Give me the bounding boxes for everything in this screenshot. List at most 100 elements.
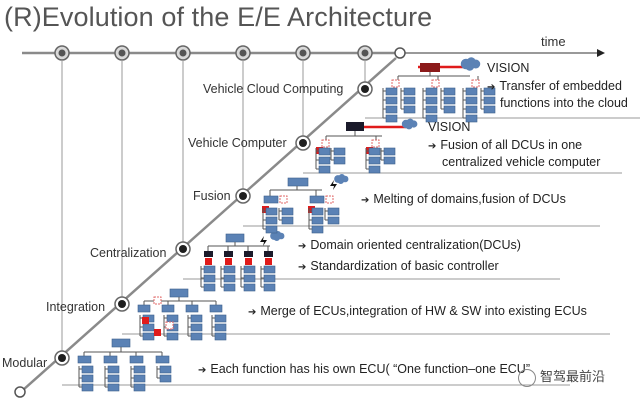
- ecu-block: [465, 105, 478, 114]
- desc-cloud-text-1: Transfer of embedded: [499, 79, 622, 93]
- ecu-block: [107, 374, 120, 383]
- ecu-block: [333, 156, 346, 165]
- ecu-block: [443, 96, 456, 105]
- timeline-node-core: [118, 49, 126, 57]
- watermark-text: 智驾最前沿: [540, 369, 606, 384]
- integrated-ecu-node: [142, 317, 149, 324]
- cloud-icon: [401, 118, 418, 130]
- integrated-ecu-node: [245, 258, 252, 265]
- ecu-block: [190, 323, 203, 332]
- ecu-block: [318, 147, 331, 156]
- ecu-block: [311, 207, 324, 216]
- controller-node: [244, 251, 253, 257]
- timeline-node-core: [361, 49, 369, 57]
- stage-node-core: [239, 192, 247, 200]
- ecu-block: [403, 87, 416, 96]
- desc-cloud-1: ➔Transfer of embedded: [487, 79, 622, 93]
- ecu-block: [133, 383, 146, 392]
- ecu-block: [368, 156, 381, 165]
- ecu-block: [368, 147, 381, 156]
- stage-node-core: [118, 300, 126, 308]
- ecu-block: [265, 225, 278, 234]
- ecu-block: [309, 195, 325, 204]
- ecu-block: [243, 274, 256, 283]
- ecu-block: [263, 265, 276, 274]
- ecu-block: [203, 283, 216, 292]
- ecu-block: [161, 304, 175, 313]
- ecu-block: [465, 87, 478, 96]
- ecu-block: [265, 216, 278, 225]
- bullet-arrow-icon: ➔: [428, 141, 437, 152]
- fusion-controller-block: [287, 177, 309, 187]
- ecu-block: [425, 114, 438, 123]
- stage-node-core: [361, 85, 369, 93]
- integrated-ecu-node: [154, 329, 161, 336]
- evolution-diagonal: [22, 57, 397, 391]
- cloud-icon: [460, 57, 481, 71]
- ecu-block: [166, 314, 179, 323]
- ecu-block: [318, 165, 331, 174]
- controller-node: [264, 251, 273, 257]
- ecu-block: [403, 96, 416, 105]
- cloud-icon: [270, 231, 285, 241]
- ecu-block: [214, 314, 227, 323]
- ecu-block: [129, 355, 144, 364]
- ecu-block: [214, 323, 227, 332]
- ecu-block: [383, 156, 396, 165]
- merged-ecu-node: [371, 139, 380, 148]
- diagonal-start-circle: [14, 386, 26, 398]
- integrated-ecu-node: [225, 258, 232, 265]
- stage-node-core: [299, 139, 307, 147]
- ecu-block: [190, 314, 203, 323]
- ecu-block: [155, 355, 170, 364]
- stage-label-modular: Modular: [2, 356, 48, 370]
- timeline-node-core: [239, 49, 247, 57]
- desc-vehicle-computer-text-1: Fusion of all DCUs in one: [440, 138, 583, 152]
- merged-ecu-node: [391, 79, 400, 88]
- ecu-block: [327, 216, 340, 225]
- vision-label-vehicle-computer: VISION: [428, 120, 471, 134]
- stage-label-vehicle-computer: Vehicle Computer: [188, 136, 287, 150]
- merged-ecu-node: [153, 296, 162, 305]
- ecu-block: [327, 207, 340, 216]
- ecu-block: [385, 105, 398, 114]
- desc-centralization-2: ➔Standardization of basic controller: [298, 259, 499, 273]
- ecu-block: [203, 265, 216, 274]
- ecu-block: [311, 225, 324, 234]
- integrated-ecu-node: [265, 258, 272, 265]
- stage-node-core: [179, 245, 187, 253]
- architecture-diagrams: [77, 57, 496, 392]
- timeline-end-circle: [394, 47, 406, 59]
- ecu-block: [333, 147, 346, 156]
- stage-label-vehicle-cloud-computing: Vehicle Cloud Computing: [203, 82, 344, 96]
- merged-ecu-node: [471, 79, 480, 88]
- ecu-block: [214, 332, 227, 341]
- stage-label-fusion: Fusion: [193, 189, 231, 203]
- ecu-block: [223, 274, 236, 283]
- ecu-block: [281, 207, 294, 216]
- ecu-block: [483, 87, 496, 96]
- ecu-block: [483, 105, 496, 114]
- ecu-block: [318, 156, 331, 165]
- ecu-block: [443, 105, 456, 114]
- ecu-block: [483, 96, 496, 105]
- desc-integration: ➔Merge of ECUs,integration of HW & SW in…: [248, 304, 587, 318]
- controller-node: [224, 251, 233, 257]
- central-gateway-block: [169, 288, 189, 298]
- ecu-block: [133, 365, 146, 374]
- bullet-arrow-icon: ➔: [298, 241, 307, 252]
- stage-label-centralization: Centralization: [90, 246, 167, 260]
- desc-vehicle-computer-2: centralized vehicle computer: [442, 155, 601, 169]
- merged-ecu-node: [165, 321, 174, 330]
- ecu-block: [137, 304, 151, 313]
- integrated-ecu-node: [205, 258, 212, 265]
- vehicle-computer-node: [346, 122, 364, 131]
- domain-controller-block: [225, 233, 245, 243]
- ecu-block: [77, 355, 92, 364]
- ecu-block: [263, 283, 276, 292]
- ecu-block: [166, 332, 179, 341]
- bullet-arrow-icon: ➔: [198, 365, 207, 376]
- ecu-block: [159, 365, 172, 374]
- ecu-block: [265, 207, 278, 216]
